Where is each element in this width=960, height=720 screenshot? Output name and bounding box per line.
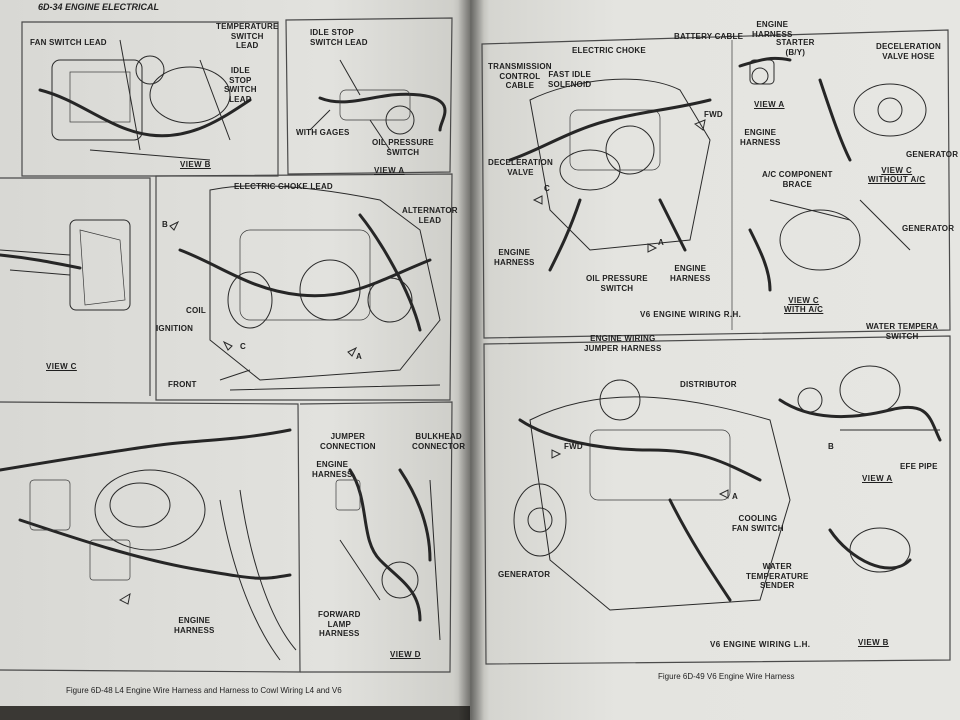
battery-cable-label: BATTERY CABLE — [674, 32, 744, 41]
left-page: 6D-34 ENGINE ELECTRICAL FAN SWITCH LEAD … — [0, 0, 472, 706]
engine-harness-center-label: ENGINE HARNESS — [670, 264, 711, 283]
deceleration-valve-label: DECELERATION VALVE — [488, 158, 553, 177]
view-d-label: VIEW D — [390, 650, 421, 659]
fwd-bottom-label: FWD — [564, 442, 583, 451]
fast-idle-solenoid-label: FAST IDLE SOLENOID — [548, 70, 592, 89]
view-a-label: VIEW A — [374, 166, 405, 175]
oil-pressure-switch-label: OIL PRESSURE SWITCH — [372, 138, 434, 157]
arrow-a2-label: A — [732, 492, 738, 501]
fan-switch-lead-label: FAN SWITCH LEAD — [30, 38, 107, 47]
coil-label: COIL — [186, 306, 206, 315]
ignition-label: IGNITION — [156, 324, 194, 333]
arrow-b-label: B — [162, 220, 168, 229]
water-temperature-switch-label: WATER TEMPERA SWITCH — [866, 322, 939, 341]
arrow-b-right-label: B — [828, 442, 834, 451]
page-header: 6D-34 ENGINE ELECTRICAL — [38, 2, 160, 12]
generator-r1-label: GENERATOR — [906, 150, 959, 159]
water-temperature-sender-label: WATER TEMPERATURE SENDER — [746, 562, 809, 590]
engine-wiring-jumper-harness-label: ENGINE WIRING JUMPER HARNESS — [584, 334, 662, 353]
figure-caption-left: Figure 6D-48 L4 Engine Wire Harness and … — [66, 686, 342, 695]
alternator-lead-label: ALTERNATOR LEAD — [402, 206, 458, 225]
view-c-without-label: VIEW C WITHOUT A/C — [868, 166, 926, 184]
engine-harness-left-label: ENGINE HARNESS — [494, 248, 535, 267]
transmission-control-cable-label: TRANSMISSION CONTROL CABLE — [488, 62, 552, 90]
arrow-a-label: A — [356, 352, 362, 361]
right-page-diagrams — [481, 29, 951, 665]
view-a-bottom-label: VIEW A — [862, 474, 893, 483]
figure-caption-right: Figure 6D-49 V6 Engine Wire Harness — [658, 672, 795, 681]
starter-label: STARTER (B/Y) — [776, 38, 815, 57]
generator-bottom-label: GENERATOR — [498, 570, 551, 579]
oil-pressure-switch-right-label: OIL PRESSURE SWITCH — [586, 274, 648, 293]
bulkhead-connector-label: BULKHEAD CONNECTOR — [412, 432, 466, 451]
engine-harness-mid-label: ENGINE HARNESS — [312, 460, 353, 479]
view-b-right-label: VIEW B — [858, 638, 889, 647]
arrow-a-right-label: A — [658, 238, 664, 247]
efe-pipe-label: EFE PIPE — [900, 462, 938, 471]
forward-lamp-harness-label: FORWARD LAMP HARNESS — [318, 610, 361, 638]
engine-harness-bottom-label: ENGINE HARNESS — [174, 616, 215, 635]
v6-engine-wiring-lh-title: V6 ENGINE WIRING L.H. — [710, 640, 811, 649]
view-c-label: VIEW C — [46, 362, 77, 371]
view-b-label: VIEW B — [180, 160, 211, 169]
with-gages-label: WITH GAGES — [296, 128, 350, 137]
front-label: FRONT — [168, 380, 197, 389]
idle-stop-switch-lead-top-label: IDLE STOP SWITCH LEAD — [310, 28, 368, 47]
arrow-c-label: C — [240, 342, 246, 351]
fwd-top-label: FWD — [704, 110, 723, 119]
deceleration-valve-hose-label: DECELERATION VALVE HOSE — [876, 42, 941, 61]
arrow-c-right-label: C — [544, 184, 550, 193]
electric-choke-label: ELECTRIC CHOKE — [572, 46, 646, 55]
view-c-with-label: VIEW C WITH A/C — [784, 296, 824, 314]
jumper-connection-label: JUMPER CONNECTION — [320, 432, 376, 451]
engine-harness-r1-label: ENGINE HARNESS — [740, 128, 781, 147]
left-page-diagrams — [0, 17, 453, 673]
temperature-switch-lead-label: TEMPERATURE SWITCH LEAD — [216, 22, 279, 50]
distributor-label: DISTRIBUTOR — [680, 380, 737, 389]
right-page: TRANSMISSION CONTROL CABLE ELECTRIC CHOK… — [470, 0, 960, 720]
idle-stop-switch-lead-label: IDLE STOP SWITCH LEAD — [224, 66, 257, 104]
ac-component-brace-label: A/C COMPONENT BRACE — [762, 170, 833, 189]
cooling-fan-switch-label: COOLING FAN SWITCH — [732, 514, 784, 533]
engine-harness-top-label: ENGINE HARNESS — [752, 20, 793, 39]
v6-engine-wiring-rh-title: V6 ENGINE WIRING R.H. — [640, 310, 742, 319]
generator-r2-label: GENERATOR — [902, 224, 955, 233]
electric-choke-lead-label: ELECTRIC CHOKE LEAD — [234, 182, 333, 191]
view-a-top-label: VIEW A — [754, 100, 785, 109]
